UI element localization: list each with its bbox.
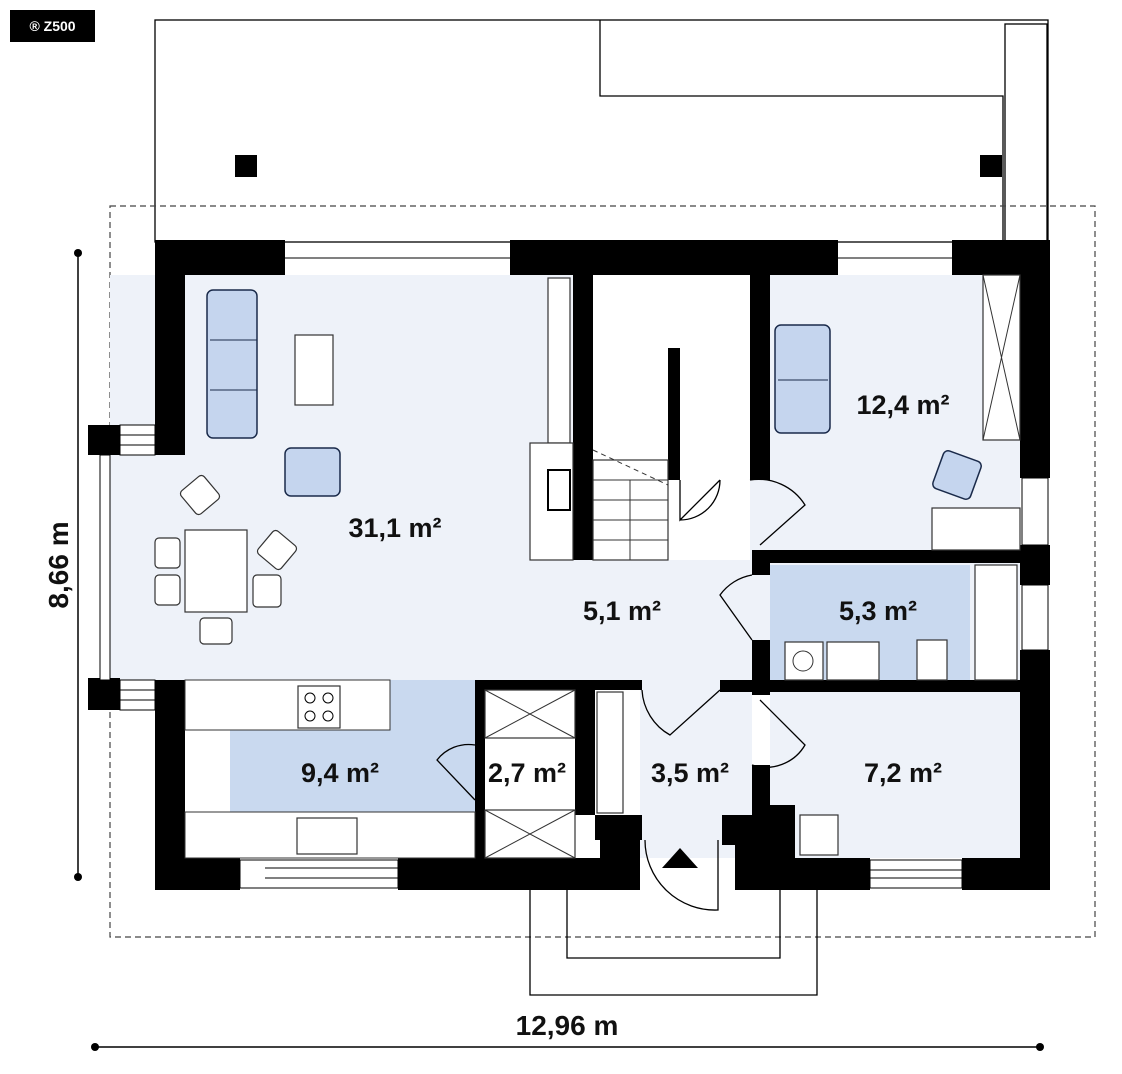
width-label: 12,96 m bbox=[516, 1010, 619, 1041]
room-area-bathroom: 5,3 m² bbox=[839, 596, 917, 626]
desk-icon bbox=[931, 507, 1021, 551]
staircase bbox=[529, 277, 669, 561]
stove-icon bbox=[297, 685, 341, 729]
dimension-width: 12,96 m bbox=[91, 1010, 1044, 1051]
room-area-vestibule: 3,5 m² bbox=[651, 758, 729, 788]
wardrobe-icon bbox=[596, 691, 624, 814]
height-label: 8,66 m bbox=[43, 521, 74, 608]
dining-table-icon bbox=[184, 529, 248, 613]
boiler-icon bbox=[799, 814, 839, 856]
coffee-table-icon bbox=[294, 334, 334, 406]
bathtub-icon bbox=[974, 564, 1018, 681]
room-area-living: 31,1 m² bbox=[348, 513, 441, 543]
room-area-kitchen: 9,4 m² bbox=[301, 758, 379, 788]
room-area-bedroom: 12,4 m² bbox=[856, 390, 949, 420]
armchair-icon bbox=[284, 447, 341, 497]
sofa-icon bbox=[206, 289, 258, 439]
sink-icon bbox=[826, 641, 880, 681]
room-area-boiler: 7,2 m² bbox=[864, 758, 942, 788]
room-area-hall: 5,1 m² bbox=[583, 596, 661, 626]
washing-machine-icon bbox=[784, 641, 824, 681]
entrance-arrow-icon bbox=[662, 848, 698, 868]
room-area-pantry: 2,7 m² bbox=[488, 758, 566, 788]
furniture bbox=[154, 274, 1021, 859]
toilet-icon bbox=[916, 639, 948, 681]
walls bbox=[88, 240, 1050, 890]
entrance-porch bbox=[529, 890, 818, 996]
plot-outline bbox=[109, 205, 1096, 938]
kitchen-sink-icon bbox=[296, 817, 358, 855]
dimension-height: 8,66 m bbox=[43, 249, 82, 881]
terrace-outline bbox=[154, 19, 1049, 243]
logo-badge: ® Z500 bbox=[10, 10, 95, 42]
doors bbox=[436, 478, 806, 911]
armchair-icon bbox=[932, 450, 982, 500]
windows bbox=[99, 257, 1049, 889]
sofa-icon bbox=[774, 324, 831, 434]
